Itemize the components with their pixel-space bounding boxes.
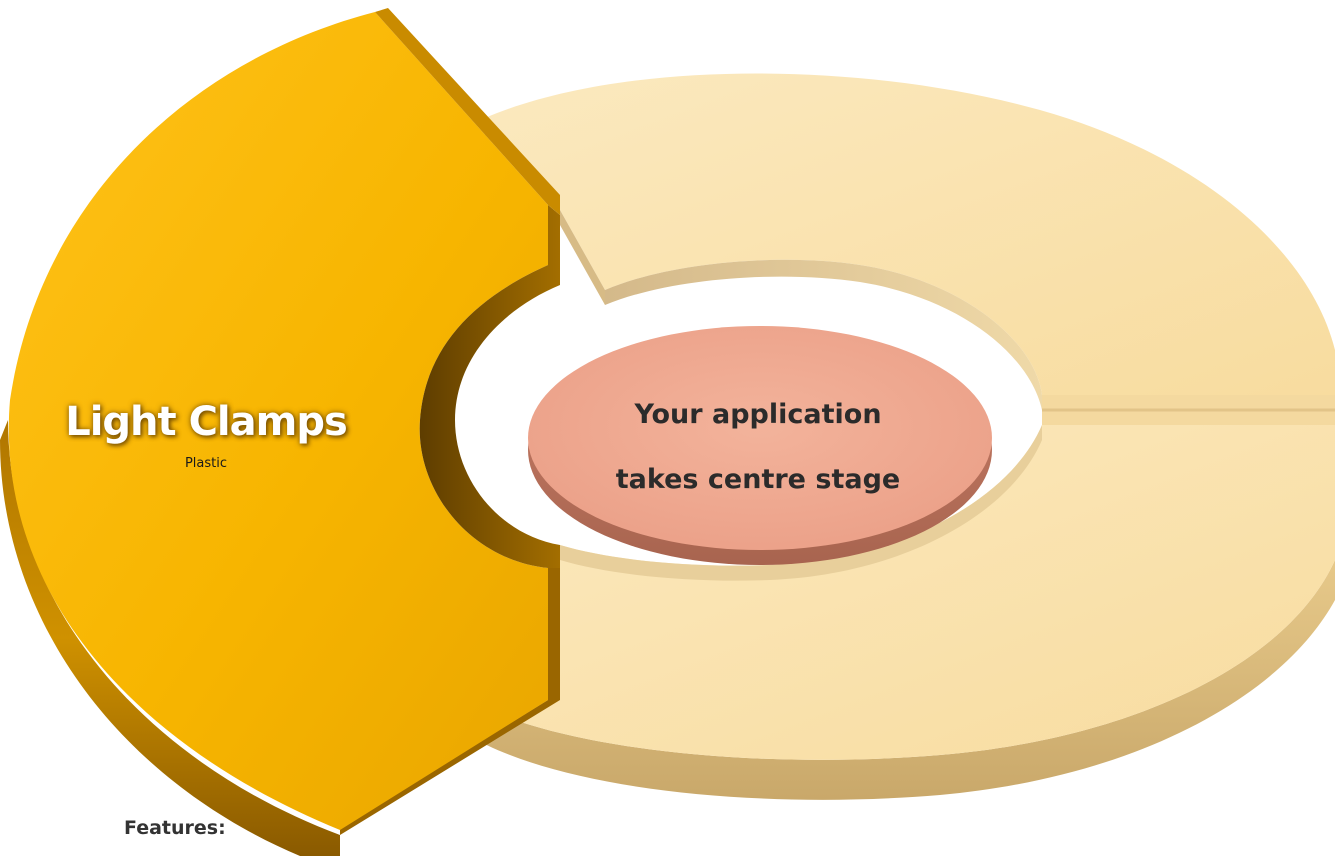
hub-text-line-2: takes centre stage xyxy=(615,464,901,495)
center-hub xyxy=(528,326,992,565)
segment-subtitle: Plastic xyxy=(184,456,228,471)
segment-title: Light Clamps xyxy=(65,399,348,445)
cream-ring-segment-lower xyxy=(468,425,1335,800)
hub-text-line-1: Your application xyxy=(634,399,882,430)
highlighted-segment xyxy=(0,8,560,856)
features-label: Features: xyxy=(124,817,226,839)
